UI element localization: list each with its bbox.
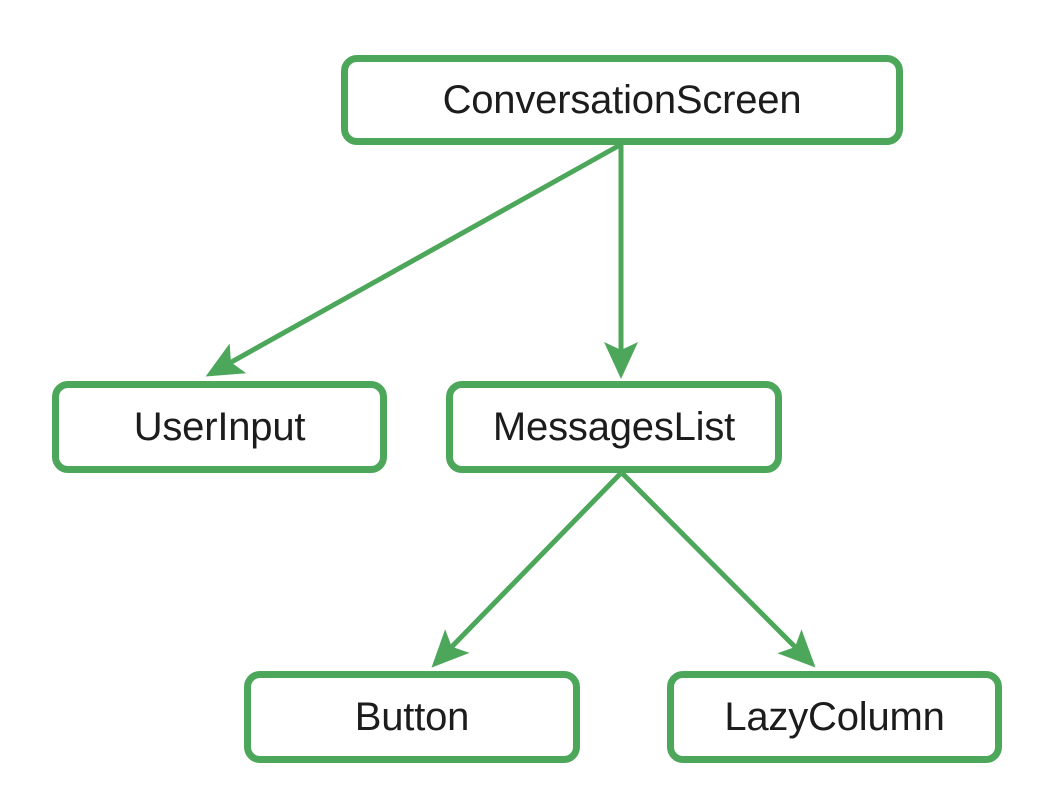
node-label: ConversationScreen — [442, 78, 802, 122]
node-label: UserInput — [133, 405, 306, 449]
node-messageslist[interactable]: MessagesList — [446, 381, 782, 473]
node-button[interactable]: Button — [244, 671, 580, 763]
edge-messageslist-to-lazycolumn — [620, 471, 816, 668]
node-conversationscreen[interactable]: ConversationScreen — [341, 55, 903, 145]
node-label: MessagesList — [492, 405, 736, 449]
edge-messageslist-to-button — [431, 471, 623, 668]
node-userinput[interactable]: UserInput — [52, 381, 387, 473]
node-label: LazyColumn — [724, 695, 945, 739]
node-lazycolumn[interactable]: LazyColumn — [667, 671, 1002, 763]
edge-conversationscreen-to-userinput — [205, 142, 622, 377]
node-label: Button — [354, 695, 470, 739]
